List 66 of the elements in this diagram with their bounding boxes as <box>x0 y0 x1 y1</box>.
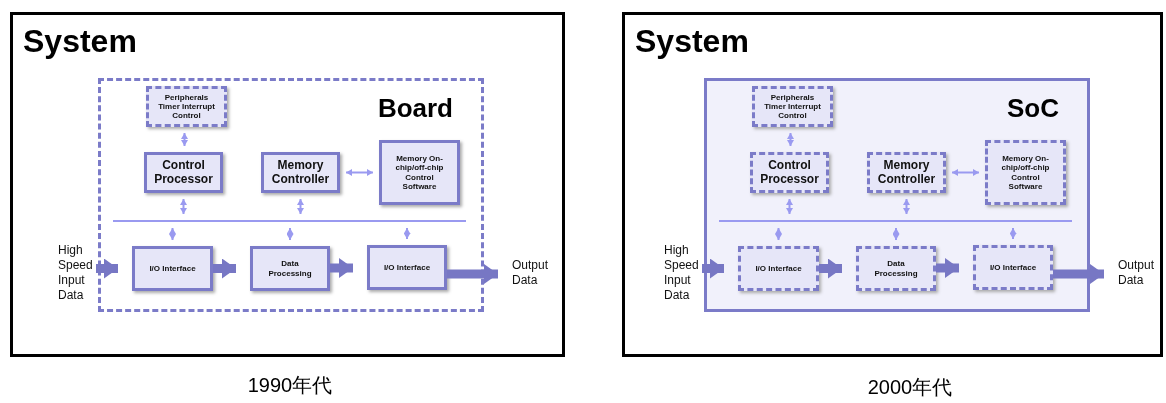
box-label: Memory On-chip/off-chip Control Software <box>394 154 445 191</box>
data-flow-arrow <box>447 264 498 284</box>
frame-title: System <box>635 25 749 57</box>
frame-title: System <box>23 25 137 57</box>
arrow <box>903 198 910 215</box>
process-box <box>146 86 227 127</box>
box-label: I/O Interface <box>988 262 1038 273</box>
data-flow-arrow <box>213 258 236 279</box>
bus-line <box>113 220 466 222</box>
box-label: I/O Interface <box>148 263 197 274</box>
arrow <box>180 198 187 215</box>
data-flow-arrow <box>96 258 118 279</box>
output-label: Output Data <box>512 258 556 292</box>
box-label: Control Processor <box>759 158 820 187</box>
board-frame <box>98 78 484 312</box>
process-box <box>132 246 213 291</box>
arrow <box>297 198 304 215</box>
process-box <box>867 152 946 193</box>
arrow <box>775 227 782 241</box>
process-box <box>985 140 1066 205</box>
box-label: Data Processing <box>873 259 919 278</box>
arrow <box>345 169 374 176</box>
process-box <box>856 246 936 291</box>
arrow <box>181 132 188 147</box>
data-flow-arrow <box>936 258 959 278</box>
board-frame <box>704 78 1090 312</box>
process-box <box>144 152 223 193</box>
arrow <box>1009 227 1017 240</box>
arrow <box>892 227 900 241</box>
arrow <box>403 227 411 240</box>
bus-line <box>719 220 1072 222</box>
arrow <box>787 132 794 147</box>
process-box <box>261 152 340 193</box>
arrow <box>169 227 176 241</box>
arrow <box>286 227 294 241</box>
input-label: High Speed Input Data <box>58 243 96 305</box>
arrow <box>951 169 980 176</box>
box-label: I/O Interface <box>754 263 803 274</box>
arrow <box>786 198 793 215</box>
data-flow-arrow <box>1053 264 1104 284</box>
node-label: 1990年代 <box>247 373 333 398</box>
node-label: 2000年代 <box>867 375 953 400</box>
box-label: Peripherals Timer Interrupt Control <box>763 92 822 121</box>
data-flow-arrow <box>330 258 353 278</box>
box-label: Memory Controller <box>270 158 331 187</box>
input-label: High Speed Input Data <box>664 243 702 305</box>
system-frame <box>10 12 565 357</box>
group-title: Board <box>377 95 453 121</box>
process-box <box>752 86 833 127</box>
process-box <box>379 140 460 205</box>
process-box <box>367 245 447 290</box>
box-label: Control Processor <box>153 158 214 187</box>
group-title: SoC <box>1007 95 1059 121</box>
data-flow-arrow <box>819 258 842 279</box>
process-box <box>750 152 829 193</box>
box-label: Peripherals Timer Interrupt Control <box>157 92 216 121</box>
process-box <box>250 246 330 291</box>
box-label: Memory Controller <box>876 158 937 187</box>
process-box <box>738 246 819 291</box>
data-flow-arrow <box>702 258 724 279</box>
process-box <box>973 245 1053 290</box>
system-frame <box>622 12 1163 357</box>
box-label: Data Processing <box>267 259 313 278</box>
box-label: Memory On-chip/off-chip Control Software <box>1000 154 1051 191</box>
box-label: I/O Interface <box>382 262 432 273</box>
output-label: Output Data <box>1118 258 1160 292</box>
